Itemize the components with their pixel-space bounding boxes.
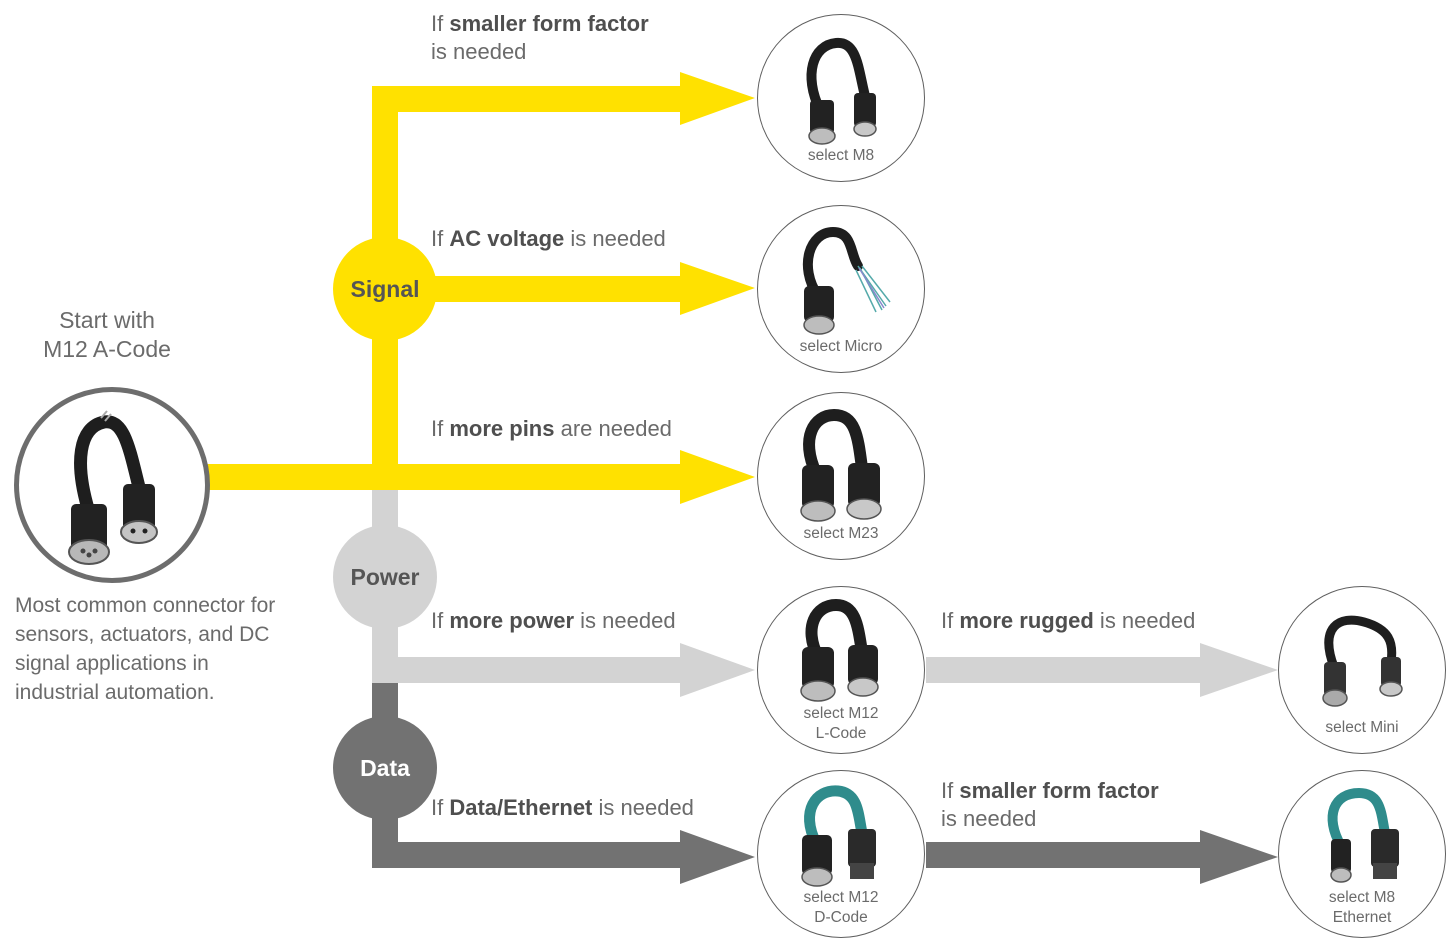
branch-mini-prefix: If xyxy=(941,608,960,633)
connector-m23-label: select M23 xyxy=(803,525,879,542)
branch-m12d-prefix: If xyxy=(431,795,450,820)
branch-m8-bold: smaller form factor xyxy=(449,11,649,36)
power-node-label: Power xyxy=(350,563,420,590)
branch-m12l-suffix: is needed xyxy=(574,608,676,633)
branch-m8eth-suffix: is needed xyxy=(941,806,1037,831)
arrow-to-m12l xyxy=(372,643,755,697)
connector-m8-ethernet[interactable]: select M8 Ethernet xyxy=(1278,770,1446,938)
branch-m8-suffix: is needed xyxy=(431,39,527,64)
arrow-to-m8eth xyxy=(926,830,1278,884)
arrow-to-mini xyxy=(926,643,1278,697)
branch-label-micro: If AC voltage is needed xyxy=(431,225,666,253)
branch-m8eth-prefix: If xyxy=(941,778,960,803)
start-connector-image xyxy=(14,387,210,583)
m12-d-code-cable-icon xyxy=(801,785,876,887)
branch-m12l-bold: more power xyxy=(449,608,575,633)
connector-m8-ethernet-label: select M8 Ethernet xyxy=(1279,888,1445,928)
branch-m23-suffix: are needed xyxy=(554,416,672,441)
branch-m8-prefix: If xyxy=(431,11,450,36)
connector-m8-ethernet-label-line2: Ethernet xyxy=(1332,909,1392,926)
branch-mini-bold: more rugged xyxy=(959,608,1094,633)
connector-m12-d-code-label-line1: select M12 xyxy=(803,889,879,906)
branch-micro-prefix: If xyxy=(431,226,450,251)
start-title-line2: M12 A-Code xyxy=(43,336,171,362)
connector-m12-l-code-label-line1: select M12 xyxy=(803,705,879,722)
branch-m23-prefix: If xyxy=(431,416,450,441)
start-title-line1: Start with xyxy=(59,307,155,333)
branch-label-m12l: If more power is needed xyxy=(431,607,676,635)
start-description: Most common connector for sensors, actua… xyxy=(15,594,276,704)
arrow-to-m8 xyxy=(372,72,755,125)
branch-micro-bold: AC voltage xyxy=(449,226,565,251)
branch-label-mini: If more rugged is needed xyxy=(941,607,1195,635)
branch-m12l-prefix: If xyxy=(431,608,450,633)
branch-label-m8eth: If smaller form factor is needed xyxy=(941,777,1159,833)
arrow-to-m23 xyxy=(398,450,755,504)
power-node: Power xyxy=(333,525,437,629)
data-node-label: Data xyxy=(360,754,410,781)
branch-mini-suffix: is needed xyxy=(1093,608,1196,633)
connector-m12-l-code-label: select M12 L-Code xyxy=(758,704,924,744)
connector-micro[interactable]: select Micro xyxy=(757,205,925,373)
connector-m8-label: select M8 xyxy=(807,147,875,164)
signal-node: Signal xyxy=(333,237,437,341)
branch-micro-suffix: is needed xyxy=(564,226,666,251)
start-title: Start with M12 A-Code xyxy=(0,306,217,364)
data-node: Data xyxy=(333,716,437,820)
branch-label-m8: If smaller form factor is needed xyxy=(431,10,649,66)
connector-mini[interactable]: select Mini xyxy=(1278,586,1446,754)
m8-cable-icon xyxy=(806,38,877,145)
connector-m12-d-code-label-line2: D-Code xyxy=(814,909,868,926)
start-feed-line xyxy=(205,464,398,490)
m12-a-code-cable-icon xyxy=(68,410,158,565)
arrow-to-m12d xyxy=(372,830,755,884)
signal-node-label: Signal xyxy=(350,275,420,302)
m23-cable-icon xyxy=(800,408,882,522)
branch-m12d-suffix: is needed xyxy=(592,795,694,820)
branch-label-m12d: If Data/Ethernet is needed xyxy=(431,794,694,822)
connector-micro-label: select Micro xyxy=(799,338,883,355)
mini-cable-icon xyxy=(1322,615,1403,707)
connector-mini-label: select Mini xyxy=(1325,719,1399,736)
arrow-to-micro xyxy=(398,262,755,315)
connector-m12-l-code-label-line2: L-Code xyxy=(815,725,867,742)
connector-m12-d-code-label: select M12 D-Code xyxy=(758,888,924,928)
m8-ethernet-cable-icon xyxy=(1327,787,1399,883)
m12-l-code-cable-icon xyxy=(800,598,879,702)
branch-m12d-bold: Data/Ethernet xyxy=(449,795,593,820)
connector-m8[interactable]: select M8 xyxy=(757,14,925,182)
branch-m8eth-bold: smaller form factor xyxy=(959,778,1159,803)
connector-m12-l-code[interactable]: select M12 L-Code xyxy=(757,586,925,754)
branch-label-m23: If more pins are needed xyxy=(431,415,672,443)
connector-m8-ethernet-label-line1: select M8 xyxy=(1328,889,1396,906)
branch-m23-bold: more pins xyxy=(449,416,555,441)
micro-cable-icon xyxy=(803,226,891,335)
connector-m23[interactable]: select M23 xyxy=(757,392,925,560)
connector-m12-d-code[interactable]: select M12 D-Code xyxy=(757,770,925,938)
